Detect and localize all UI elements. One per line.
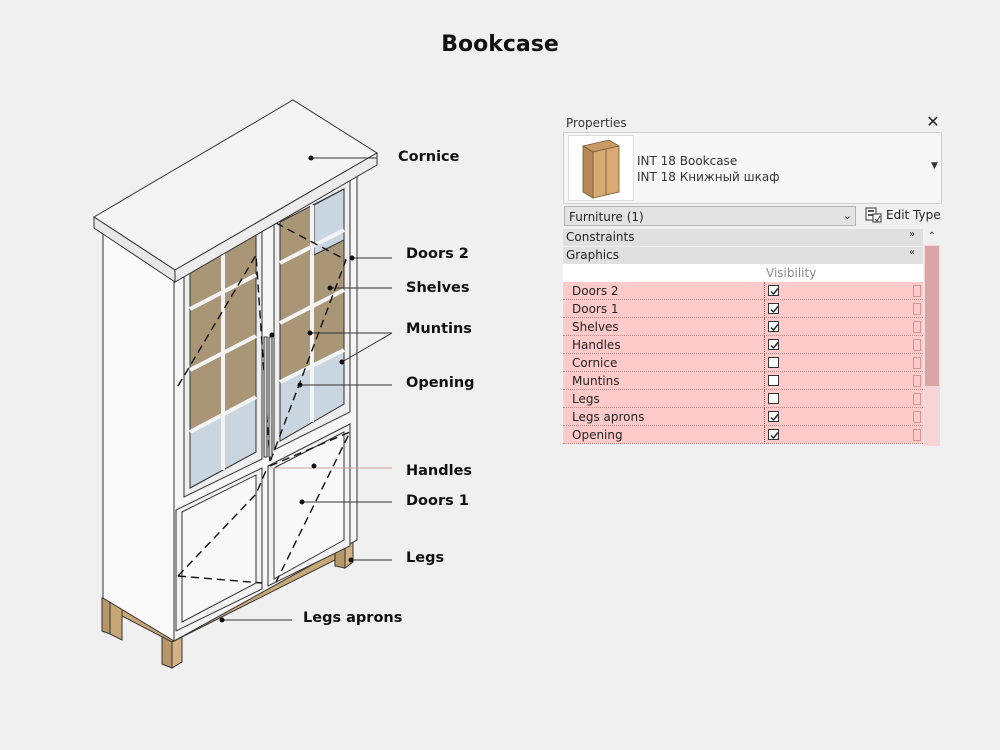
associate-parameter-button[interactable]: [913, 303, 921, 315]
type-name-ru: INT 18 Книжный шкаф: [637, 170, 780, 184]
row-label: Shelves: [572, 320, 619, 334]
table-row[interactable]: Legs: [563, 390, 923, 408]
column-divider: [764, 372, 765, 390]
visibility-checkbox[interactable]: [768, 285, 779, 296]
callout-shelves: Shelves: [406, 280, 470, 296]
associate-parameter-button[interactable]: [913, 375, 921, 387]
table-row[interactable]: Handles: [563, 336, 923, 354]
callout-legs-aprons: Legs aprons: [303, 610, 403, 626]
callout-handles: Handles: [406, 463, 473, 479]
row-label: Doors 1: [572, 302, 619, 316]
column-divider: [764, 354, 765, 372]
group-constraints[interactable]: Constraints »: [563, 229, 923, 246]
associate-parameter-button[interactable]: [913, 411, 921, 423]
properties-panel: Properties ✕ INT 18 Bookcase INT 18 Книж…: [563, 113, 942, 447]
column-divider: [764, 426, 765, 444]
callout-doors1: Doors 1: [406, 493, 469, 509]
row-label: Opening: [572, 428, 623, 442]
bookcase-legs: [101, 537, 354, 669]
page-title: Bookcase: [441, 32, 559, 57]
table-row[interactable]: Doors 1: [563, 300, 923, 318]
visibility-header-label: Visibility: [766, 266, 817, 280]
leader-lines: [222, 157, 393, 621]
close-icon[interactable]: ✕: [926, 112, 940, 131]
visibility-checkbox[interactable]: [768, 411, 779, 422]
row-label: Muntins: [572, 374, 620, 388]
table-row[interactable]: Opening: [563, 426, 923, 444]
visibility-checkbox[interactable]: [768, 339, 779, 350]
chevron-down-icon: ⌄: [842, 209, 852, 222]
associate-parameter-button[interactable]: [913, 429, 921, 441]
visibility-checkbox[interactable]: [768, 303, 779, 314]
associate-parameter-button[interactable]: [913, 285, 921, 297]
edit-type-button[interactable]: Edit Type: [864, 206, 942, 226]
category-filter-value: Furniture (1): [569, 210, 644, 224]
visibility-column-header: Visibility: [563, 264, 923, 282]
group-constraints-label: Constraints: [566, 230, 635, 244]
edit-type-label: Edit Type: [886, 208, 941, 222]
callout-legs: Legs: [406, 550, 445, 566]
properties-title: Properties: [566, 116, 627, 130]
group-graphics[interactable]: Graphics «: [563, 247, 923, 264]
callout-cornice: Cornice: [398, 149, 460, 165]
table-row[interactable]: Doors 2: [563, 282, 923, 300]
table-row[interactable]: Legs aprons: [563, 408, 923, 426]
muntins: [189, 205, 345, 470]
visibility-checkbox[interactable]: [768, 429, 779, 440]
bookcase-thumbnail: [568, 135, 634, 201]
bookcase-side: [102, 232, 175, 642]
column-divider: [764, 300, 765, 318]
visibility-checkbox[interactable]: [768, 357, 779, 368]
category-filter-select[interactable]: Furniture (1) ⌄: [564, 206, 856, 226]
visibility-checkbox[interactable]: [768, 321, 779, 332]
row-label: Doors 2: [572, 284, 619, 298]
table-row[interactable]: Muntins: [563, 372, 923, 390]
associate-parameter-button[interactable]: [913, 321, 921, 333]
expand-icon: »: [909, 229, 916, 240]
row-label: Legs aprons: [572, 410, 645, 424]
edit-type-icon: [865, 207, 882, 223]
column-divider: [764, 336, 765, 354]
column-divider: [764, 390, 765, 408]
associate-parameter-button[interactable]: [913, 393, 921, 405]
handles: [263, 336, 273, 458]
row-label: Legs: [572, 392, 600, 406]
row-label: Cornice: [572, 356, 618, 370]
associate-parameter-button[interactable]: [913, 357, 921, 369]
row-label: Handles: [572, 338, 621, 352]
column-divider: [764, 408, 765, 426]
callout-doors2: Doors 2: [406, 246, 469, 262]
collapse-icon: «: [909, 247, 916, 258]
type-name-en: INT 18 Bookcase: [637, 154, 738, 168]
table-row[interactable]: Shelves: [563, 318, 923, 336]
lower-doors: [175, 423, 351, 632]
cornice: [93, 99, 378, 283]
leader-dots: [219, 155, 355, 623]
visibility-checkbox[interactable]: [768, 393, 779, 404]
visibility-checkbox[interactable]: [768, 375, 779, 386]
scrollbar-thumb[interactable]: [925, 246, 939, 386]
type-selector[interactable]: INT 18 Bookcase INT 18 Книжный шкаф ▼: [563, 132, 942, 204]
group-graphics-label: Graphics: [566, 248, 619, 262]
dropdown-arrow-icon[interactable]: ▼: [931, 161, 938, 171]
column-divider: [764, 318, 765, 336]
callout-opening: Opening: [406, 375, 475, 391]
associate-parameter-button[interactable]: [913, 339, 921, 351]
column-divider: [764, 282, 765, 300]
callout-muntins: Muntins: [406, 321, 472, 337]
scroll-up-icon[interactable]: ⌃: [924, 229, 940, 245]
table-row[interactable]: Cornice: [563, 354, 923, 372]
